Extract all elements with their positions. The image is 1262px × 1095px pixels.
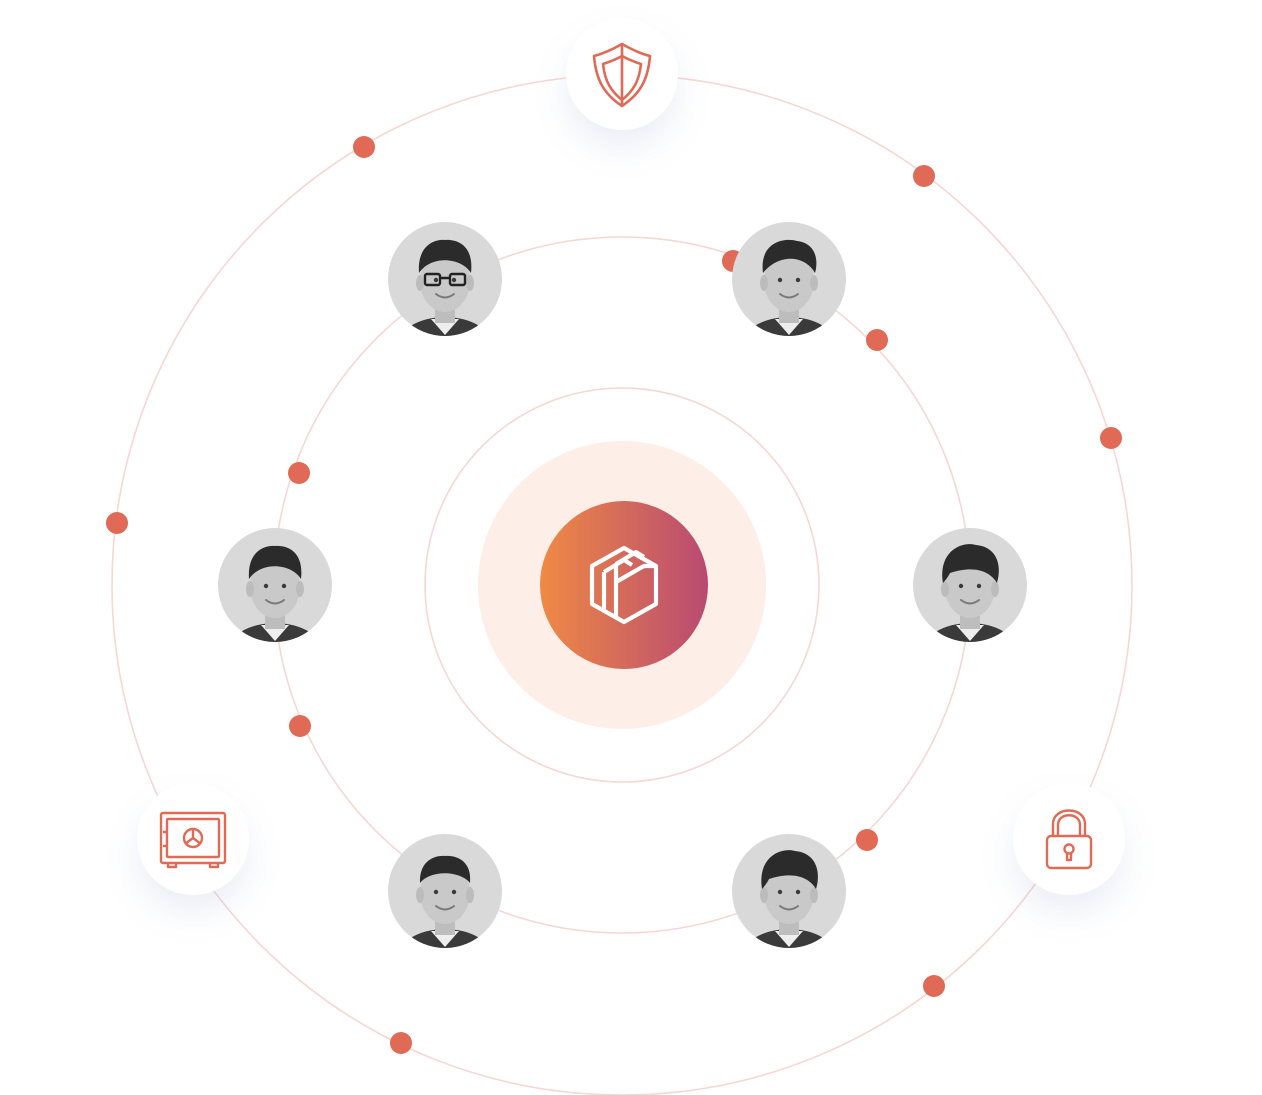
orbit-dot	[288, 462, 310, 484]
padlock-icon	[1045, 809, 1093, 870]
orbit-dot	[106, 512, 128, 534]
orbit-dot	[353, 136, 375, 158]
avatar-person-glasses	[388, 222, 502, 336]
orbit-dot	[866, 329, 888, 351]
orbit-dot	[390, 1032, 412, 1054]
cube-logo-icon	[589, 545, 659, 625]
shield-badge	[566, 18, 678, 130]
orbit-dot	[923, 975, 945, 997]
avatar-person-smiling-left	[218, 528, 332, 642]
padlock-badge	[1013, 783, 1125, 895]
glasses-icon	[423, 272, 467, 287]
orbit-dot	[913, 165, 935, 187]
orbit-dot	[289, 715, 311, 737]
avatar-person-bottom-left	[388, 834, 502, 948]
avatar-person-smiling-right	[913, 528, 1027, 642]
core-circle	[540, 501, 708, 669]
core-node	[478, 441, 766, 729]
avatar-person-blond	[732, 222, 846, 336]
avatar-person-bottom-right	[732, 834, 846, 948]
shield-icon	[592, 42, 652, 108]
safe-icon	[159, 811, 227, 869]
safe-badge	[137, 783, 249, 895]
orbit-dots	[106, 136, 1122, 1054]
inner-orbit-ring	[424, 387, 820, 783]
orbit-dot	[856, 829, 878, 851]
orbit-dot	[1100, 427, 1122, 449]
